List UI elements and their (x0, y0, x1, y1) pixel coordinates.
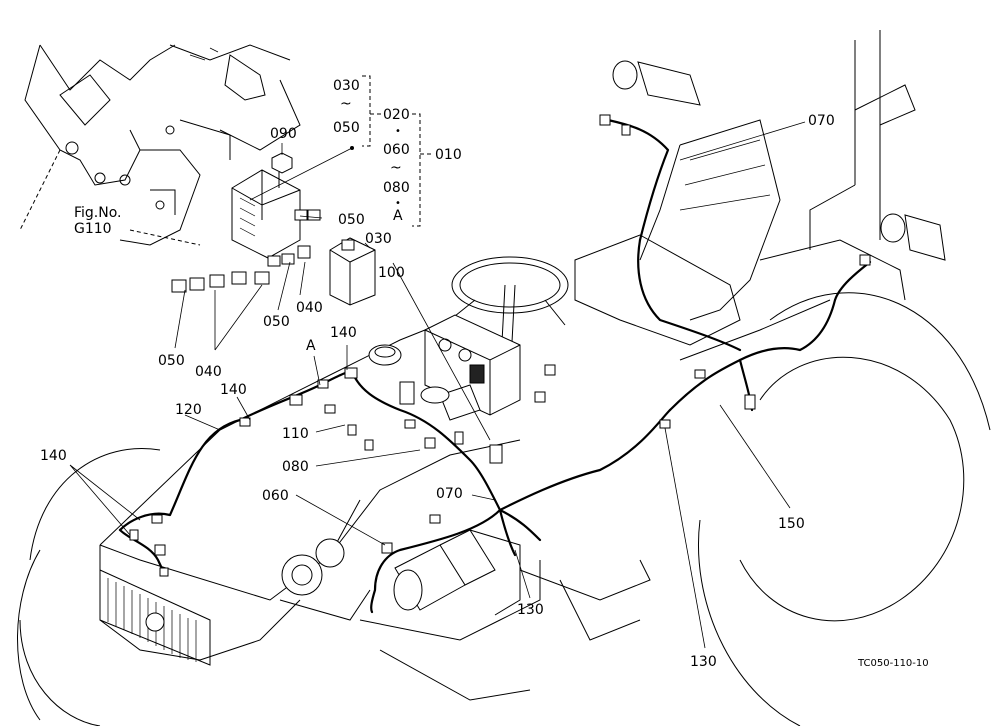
range-start-030: 030 (333, 78, 360, 94)
alternator (279, 538, 371, 621)
callout-130-mid: 130 (517, 602, 544, 618)
rear-harness-150 (606, 118, 872, 412)
callout-130-bottom: 130 (690, 654, 717, 670)
starter-motor (393, 529, 521, 616)
callout-140-top: 140 (330, 325, 357, 341)
callout-040-left: 040 (195, 364, 222, 380)
group-label-010: 010 (435, 147, 462, 163)
callout-a: A (306, 338, 316, 354)
instrument-panel (424, 314, 521, 416)
group-label-a: A (393, 208, 403, 224)
fuel-cap (368, 344, 402, 366)
reference-bracket-illustration (19, 44, 301, 246)
fuse-050 (294, 209, 321, 221)
brake-pedal-assembly (420, 384, 481, 421)
group-label-020: 020 (383, 107, 410, 123)
callout-050-left: 050 (158, 353, 185, 369)
callout-140-mid: 140 (220, 382, 247, 398)
callout-labels: 090 050 030 100 050 040 050 040 A 140 14… (40, 113, 835, 670)
group-bracket-020-a: 020 • 060 ~ 080 • A 010 (383, 107, 462, 227)
callout-100: 100 (378, 265, 405, 281)
group-label-060: 060 (383, 142, 410, 158)
group-bracket-030-050: 030 ~ 050 (333, 75, 382, 147)
group-dot-2: • (395, 198, 401, 209)
tail-lamp-top (612, 60, 701, 106)
leader-lines (69, 121, 806, 649)
fuse-box (231, 169, 301, 259)
callout-120: 120 (175, 402, 202, 418)
fig-number: G110 (74, 221, 112, 237)
range-end-050: 050 (333, 120, 360, 136)
callout-150: 150 (778, 516, 805, 532)
fender (679, 239, 906, 361)
callout-030-relay: 030 (365, 231, 392, 247)
relay-030 (329, 237, 376, 306)
callout-110: 110 (282, 426, 309, 442)
tail-lamp-right (880, 213, 946, 261)
callout-050-fuse: 050 (338, 212, 365, 228)
callout-070-mid: 070 (436, 486, 463, 502)
seat (574, 119, 781, 346)
fuse-set-left (171, 245, 311, 293)
group-tilde: ~ (390, 160, 402, 176)
rear-tire-right (698, 292, 991, 726)
image-code: TC050-110-10 (857, 658, 929, 669)
connectors (129, 114, 871, 577)
callout-090: 090 (270, 126, 297, 142)
range-tilde: ~ (340, 96, 352, 112)
engine-block (359, 560, 541, 701)
floor-step (519, 559, 651, 641)
front-tire-left (17, 448, 161, 726)
front-grille (99, 569, 211, 666)
engine-harness-130 (370, 408, 672, 614)
callout-080: 080 (282, 459, 309, 475)
fig-no-label: Fig.No. (74, 205, 122, 221)
callout-040-mid: 040 (296, 300, 323, 316)
rops-frame (809, 30, 916, 250)
figure-reference-label: Fig.No. G110 (74, 205, 122, 237)
callout-060: 060 (262, 488, 289, 504)
callout-140-left: 140 (40, 448, 67, 464)
callout-070-top: 070 (808, 113, 835, 129)
callout-050-mid: 050 (263, 314, 290, 330)
group-label-080: 080 (383, 180, 410, 196)
group-dot-1: • (395, 126, 401, 137)
